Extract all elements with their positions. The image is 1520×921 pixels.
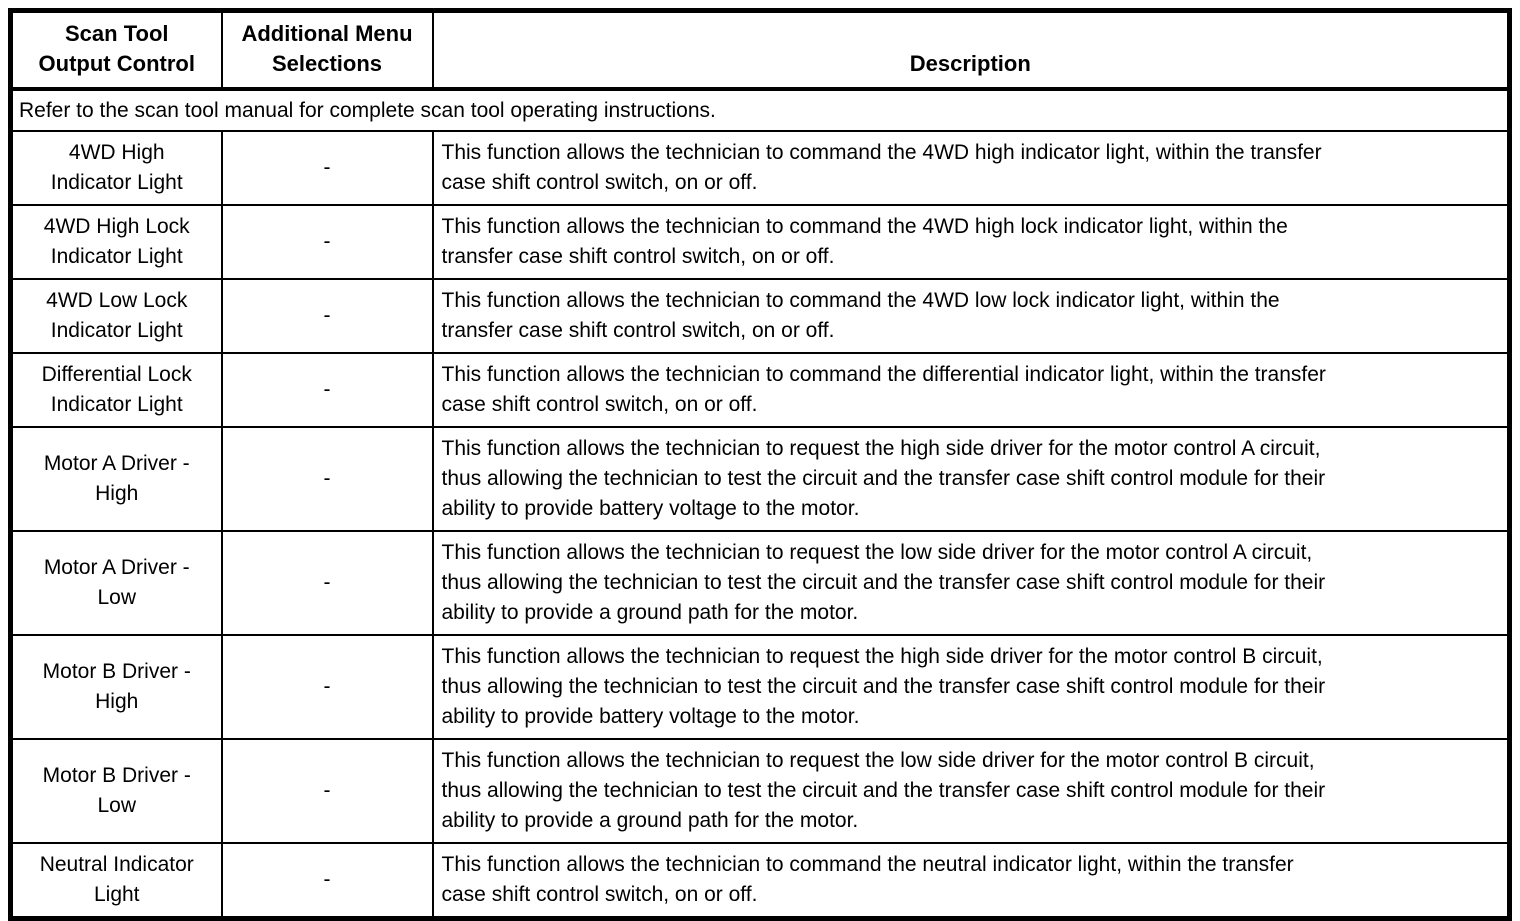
description-cell: This function allows the technician to c… <box>431 842 1511 920</box>
control-cell: Motor B Driver - Low <box>9 738 223 844</box>
table-row: Motor A Driver - High - This function al… <box>9 426 1511 532</box>
note-row: Refer to the scan tool manual for comple… <box>9 88 1511 132</box>
menu-cell: - <box>220 634 434 740</box>
control-cell: 4WD High Indicator Light <box>9 130 223 206</box>
control-cell: Motor B Driver - High <box>9 634 223 740</box>
menu-cell: - <box>220 352 434 428</box>
control-cell: Differential Lock Indicator Light <box>9 352 223 428</box>
table-header-row: Scan Tool Output Control Additional Menu… <box>9 9 1511 91</box>
description-cell: This function allows the technician to r… <box>431 530 1511 636</box>
menu-cell: - <box>220 426 434 532</box>
control-cell: Neutral Indicator Light <box>9 842 223 920</box>
table-row: Motor A Driver - Low - This function all… <box>9 530 1511 636</box>
description-cell: This function allows the technician to r… <box>431 634 1511 740</box>
description-cell: This function allows the technician to c… <box>431 352 1511 428</box>
header-additional-menu-selections: Additional Menu Selections <box>220 9 434 91</box>
scan-tool-output-control-table: Scan Tool Output Control Additional Menu… <box>8 8 1512 921</box>
description-cell: This function allows the technician to c… <box>431 130 1511 206</box>
menu-cell: - <box>220 278 434 354</box>
document-page: Scan Tool Output Control Additional Menu… <box>8 8 1512 921</box>
control-cell: Motor A Driver - Low <box>9 530 223 636</box>
menu-cell: - <box>220 204 434 280</box>
table-row: 4WD High Lock Indicator Light - This fun… <box>9 204 1511 280</box>
table-row: Differential Lock Indicator Light - This… <box>9 352 1511 428</box>
description-cell: This function allows the technician to r… <box>431 426 1511 532</box>
menu-cell: - <box>220 130 434 206</box>
description-cell: This function allows the technician to c… <box>431 278 1511 354</box>
table-row: Motor B Driver - Low - This function all… <box>9 738 1511 844</box>
menu-cell: - <box>220 842 434 920</box>
control-cell: 4WD Low Lock Indicator Light <box>9 278 223 354</box>
note-text: Refer to the scan tool manual for comple… <box>9 88 1511 132</box>
table-row: 4WD Low Lock Indicator Light - This func… <box>9 278 1511 354</box>
menu-cell: - <box>220 738 434 844</box>
table-body: Refer to the scan tool manual for comple… <box>9 88 1511 920</box>
control-cell: Motor A Driver - High <box>9 426 223 532</box>
menu-cell: - <box>220 530 434 636</box>
header-scan-tool-output-control: Scan Tool Output Control <box>9 9 223 91</box>
description-cell: This function allows the technician to c… <box>431 204 1511 280</box>
table-row: 4WD High Indicator Light - This function… <box>9 130 1511 206</box>
description-cell: This function allows the technician to r… <box>431 738 1511 844</box>
control-cell: 4WD High Lock Indicator Light <box>9 204 223 280</box>
table-row: Neutral Indicator Light - This function … <box>9 842 1511 920</box>
header-description: Description <box>431 9 1511 91</box>
table-row: Motor B Driver - High - This function al… <box>9 634 1511 740</box>
